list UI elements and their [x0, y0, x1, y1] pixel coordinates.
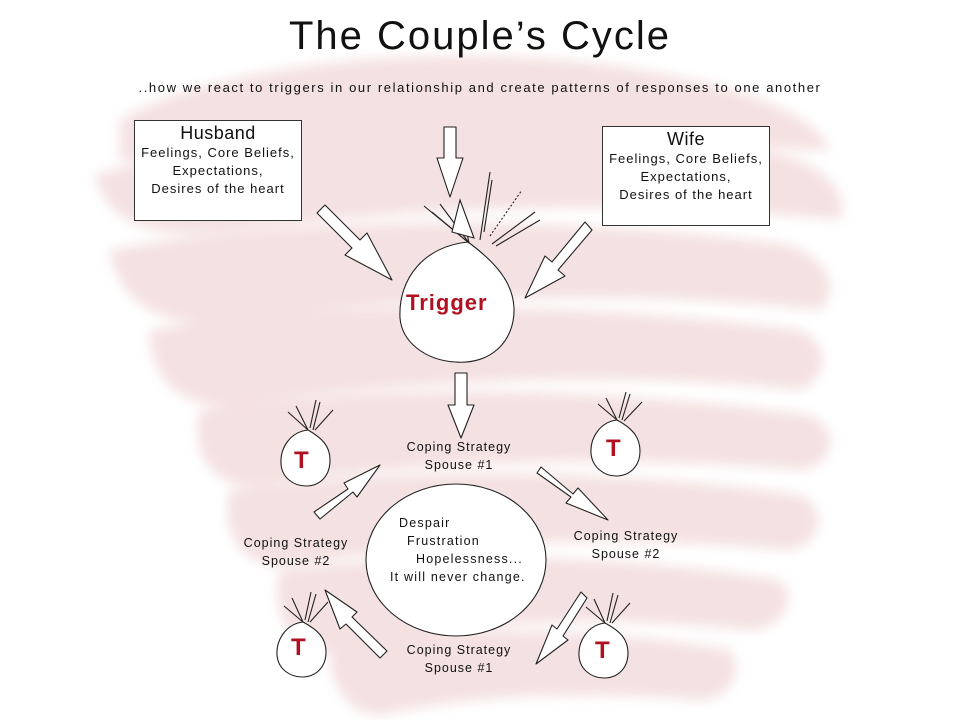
coping-spouse: Spouse #1: [424, 458, 494, 472]
coping-strategy-right: Coping Strategy Spouse #2: [563, 527, 689, 563]
small-trigger-shape: [280, 429, 331, 487]
coping-title: Coping Strategy: [406, 643, 512, 657]
small-trigger-shape: [590, 419, 641, 477]
spark-arrowhead: [451, 198, 475, 239]
husband-line: Desires of the heart: [151, 181, 285, 196]
wife-line: Feelings, Core Beliefs,: [609, 151, 763, 166]
page-subtitle: ..how we react to triggers in our relati…: [138, 80, 822, 95]
wife-line: Desires of the heart: [619, 187, 753, 202]
husband-line: Expectations,: [172, 163, 264, 178]
despair-ellipse: [365, 483, 547, 637]
arrow-husband-to-trigger: [316, 204, 393, 281]
husband-box: Husband Feelings, Core Beliefs, Expectat…: [134, 120, 302, 221]
coping-strategy-top: Coping Strategy Spouse #1: [396, 438, 522, 474]
arrow-cycle-right-down: [536, 466, 609, 521]
coping-title: Coping Strategy: [406, 440, 512, 454]
small-trigger-label: T: [291, 634, 307, 661]
arrow-cycle-bottom-right: [535, 591, 588, 665]
arrow-cycle-left-up: [313, 464, 381, 520]
center-line-hopelessness: Hopelessness...: [416, 552, 523, 566]
small-trigger-label: T: [606, 435, 622, 462]
small-trigger-shape: [276, 621, 327, 678]
page-title: The Couple’s Cycle: [288, 14, 672, 58]
center-line-never-change: It will never change.: [390, 570, 526, 584]
wife-heading: Wife: [667, 129, 705, 149]
arrow-trigger-to-coping: [447, 372, 475, 439]
coping-title: Coping Strategy: [573, 529, 679, 543]
arrow-cycle-bottom-left: [324, 589, 388, 659]
trigger-shape: [399, 241, 515, 363]
small-trigger-label: T: [595, 637, 611, 664]
small-trigger-label: T: [294, 447, 310, 474]
small-trigger-shape: [578, 622, 629, 679]
arrow-wife-to-trigger: [524, 221, 593, 299]
center-line-despair: Despair: [399, 516, 451, 530]
wife-line: Expectations,: [640, 169, 732, 184]
coping-spouse: Spouse #2: [261, 554, 331, 568]
coping-title: Coping Strategy: [243, 536, 349, 550]
coping-spouse: Spouse #1: [424, 661, 494, 675]
center-line-frustration: Frustration: [407, 534, 480, 548]
arrow-top-down: [436, 126, 464, 198]
coping-spouse: Spouse #2: [591, 547, 661, 561]
wife-box: Wife Feelings, Core Beliefs, Expectation…: [602, 126, 770, 226]
coping-strategy-left: Coping Strategy Spouse #2: [233, 534, 359, 570]
husband-heading: Husband: [180, 123, 256, 143]
trigger-label: Trigger: [406, 290, 488, 315]
coping-strategy-bottom: Coping Strategy Spouse #1: [396, 641, 522, 677]
husband-line: Feelings, Core Beliefs,: [141, 145, 295, 160]
